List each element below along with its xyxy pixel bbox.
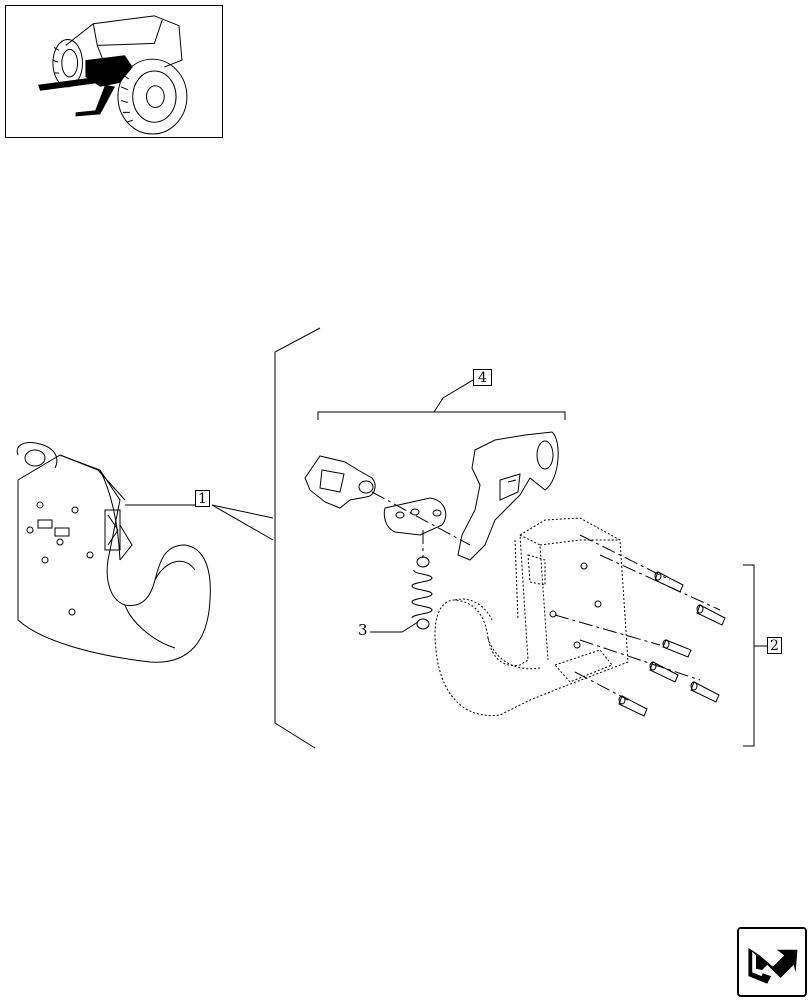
callout-item-2: 2: [767, 637, 782, 654]
latch-piece: [304, 455, 376, 509]
assembled-hitch-hook: [16, 442, 211, 663]
callout-item-4: 4: [473, 369, 492, 386]
callout-item-1: 1: [195, 490, 210, 507]
link-plate: [383, 497, 447, 536]
tractor-locator-icon: [38, 15, 188, 135]
lever-piece: [457, 431, 559, 561]
pins: [618, 571, 726, 717]
next-page-button[interactable]: [737, 927, 807, 997]
tractor-locator-thumbnail: [5, 5, 223, 138]
hook-body: [434, 517, 629, 717]
callout-item-3: 3: [358, 621, 368, 639]
spring: [411, 556, 433, 630]
next-page-arrow-icon: [748, 947, 798, 984]
